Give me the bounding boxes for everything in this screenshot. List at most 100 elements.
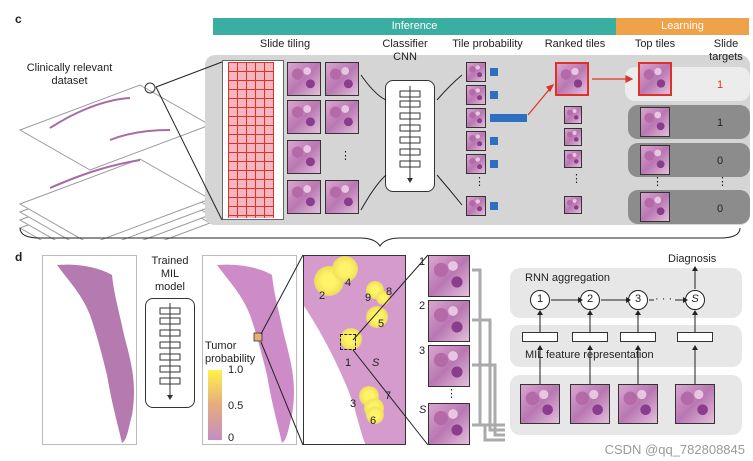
panel-c-letter: c — [15, 12, 22, 26]
hotspot-blob — [366, 406, 384, 424]
header-slide-tiling: Slide tiling — [259, 38, 311, 50]
prob-bar — [490, 202, 498, 210]
target-ellipsis: ⋮ — [717, 176, 728, 188]
tiles-ellipsis: ⋮ — [340, 150, 351, 162]
tile — [325, 180, 359, 214]
hotspot-label: 4 — [345, 277, 352, 289]
prob-tile — [466, 108, 486, 128]
hotspot-label: S — [372, 357, 380, 369]
feature-rect — [677, 332, 713, 342]
tile — [287, 180, 321, 214]
diagnosis-label: Diagnosis — [668, 253, 717, 265]
header-ranked-tiles: Ranked tiles — [544, 38, 606, 50]
mil-feature-label: MIL feature representation — [525, 349, 654, 361]
top-tile — [640, 145, 670, 175]
hotspot-label: 2 — [319, 290, 326, 302]
tile — [325, 100, 359, 134]
top-tile — [640, 107, 670, 137]
feature-rect — [522, 332, 558, 342]
heatmap-tissue — [217, 264, 295, 443]
prob-tile — [466, 154, 486, 174]
feature-rect — [572, 332, 608, 342]
rnn-node: 1 — [530, 290, 550, 310]
selected-tile — [428, 345, 470, 387]
hotspot-label: 9 — [365, 292, 372, 304]
colorbar — [208, 370, 222, 440]
ranked-tile-top — [555, 62, 589, 96]
dataset-label: Clinically relevant dataset — [26, 62, 113, 87]
tile-index: 3 — [419, 345, 426, 357]
selected-tile — [428, 300, 470, 342]
slide-target: 1 — [716, 117, 724, 129]
header-classifier: Classifier CNN — [382, 38, 428, 63]
hotspot-label: 8 — [386, 286, 393, 298]
rnn-label: RNN aggregation — [525, 272, 610, 284]
prob-bar — [490, 137, 498, 145]
top-ellipsis: ⋮ — [652, 176, 663, 188]
input-tile — [675, 384, 715, 424]
header-tile-probability: Tile probability — [452, 38, 523, 50]
prob-tile — [466, 131, 486, 151]
hotspot-label: 6 — [370, 415, 377, 427]
colorbar-tick: 0 — [228, 432, 235, 444]
hotspot-blob — [340, 328, 362, 350]
slide-target: 1 — [716, 79, 724, 91]
tumor-probability-label: Tumor probability — [205, 340, 256, 365]
top-tile — [640, 192, 670, 222]
tile — [287, 140, 321, 174]
ranked-tile — [564, 128, 582, 146]
top-tile-selected — [638, 62, 672, 96]
hotspot-label: 5 — [378, 318, 385, 330]
tile-index: 2 — [419, 300, 426, 312]
input-tile — [618, 384, 658, 424]
ranked-tile — [564, 150, 582, 168]
panel-d-letter: d — [15, 250, 23, 264]
zoom-background-edge — [304, 306, 366, 444]
hotspot-label: 7 — [385, 390, 392, 402]
prob-tile — [466, 196, 486, 216]
learning-bar: Learning — [616, 18, 749, 35]
tile-index: 1 — [419, 256, 426, 268]
rnn-dots: · · · — [655, 293, 673, 305]
hotspot-label: 1 — [345, 357, 352, 369]
selected-tile — [428, 403, 470, 445]
prob-bar — [490, 91, 498, 99]
prob-tile — [466, 62, 486, 82]
hotspot-label: 3 — [350, 398, 357, 410]
tile — [287, 62, 321, 96]
input-tile — [520, 384, 560, 424]
selected-region-box — [340, 334, 356, 350]
header-slide-targets: Slide targets — [709, 38, 743, 63]
ranked-tile — [564, 106, 582, 124]
slide-target: 0 — [716, 155, 724, 167]
watermark: CSDN @qq_782808845 — [604, 442, 745, 457]
feature-rect — [620, 332, 656, 342]
prob-tile — [466, 85, 486, 105]
cnn-network-icon — [399, 86, 421, 183]
mil-network-icon — [159, 303, 181, 400]
header-top-tiles: Top tiles — [634, 38, 676, 50]
rnn-node: S — [685, 290, 705, 310]
inference-bar: Inference — [213, 18, 616, 35]
tile — [325, 62, 359, 96]
input-tile — [570, 384, 610, 424]
tile — [287, 100, 321, 134]
tiling-grid — [228, 62, 274, 218]
hotspot-blob — [366, 306, 388, 328]
trained-mil-label: Trained MIL model — [151, 255, 189, 293]
prob-bar — [490, 160, 498, 168]
slide-target: 0 — [716, 203, 724, 215]
rnn-background — [510, 268, 742, 318]
colorbar-tick: 1.0 — [228, 364, 244, 376]
colorbar-tick: 0.5 — [228, 400, 244, 412]
prob-ellipsis: ⋮ — [474, 176, 485, 188]
ranked-tile — [564, 196, 582, 214]
prob-bar — [490, 114, 527, 122]
whole-slide-tissue — [57, 264, 135, 443]
zoom-heatmap — [303, 255, 406, 445]
tiles-ellipsis: ⋮ — [446, 388, 457, 400]
prob-bar — [490, 68, 498, 76]
